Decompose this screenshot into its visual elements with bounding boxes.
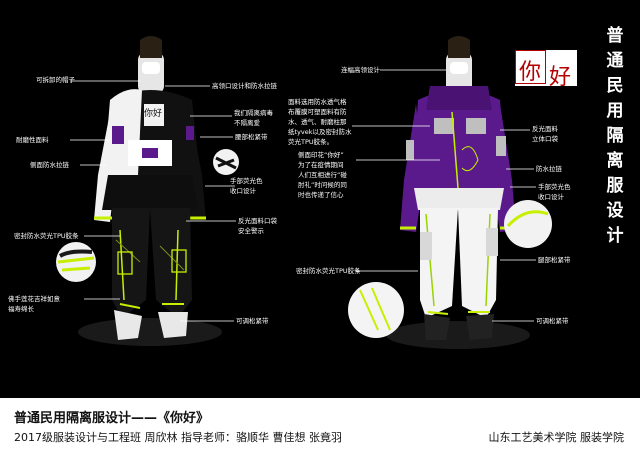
annotation-reflective-pocket-right: 反光面料 立体口袋 <box>532 125 558 143</box>
leader-lines <box>70 69 536 322</box>
annotation-isolation-slogan: 我们隔离病毒 不隔离爱 <box>234 109 273 127</box>
annotation-adjustable-strap-right: 可调松紧带 <box>536 317 569 325</box>
annotation-zip-right: 防水拉链 <box>536 165 562 173</box>
seal-char-0: 你 <box>519 60 542 85</box>
annotation-hand-cuff-right: 手部荧光色 收口设计 <box>538 183 571 201</box>
poster-canvas: 你好 你 好 普 通 民 用 隔 离 服 设 计 可拆卸的帽子 高领口设计和防水… <box>0 0 640 398</box>
vertical-title-char: 设 <box>606 201 624 221</box>
annotation-sealed-tape: 密封防水荧光TPU胶条 <box>14 232 79 240</box>
annotation-reflective-pocket: 反光面料口袋 安全警示 <box>238 217 277 235</box>
annotation-side-print: 侧面印花“你好” 为了在疫情期间 人们互相进行“碰 肘礼”时问候的同 时也传递了… <box>298 151 347 199</box>
seal-char-1: 好 <box>549 65 572 90</box>
annotation-fabric: 面料选用防水透气格 布覆膜可塑面料有防 水、透气、耐磨柱那 纸tyvek以及密封… <box>288 98 352 146</box>
annotation-high-collar: 连幅高领设计 <box>341 66 380 74</box>
vertical-title-char: 用 <box>606 101 624 121</box>
vertical-title-char: 离 <box>606 151 624 171</box>
vertical-title-char: 民 <box>606 76 624 96</box>
annotation-adjustable-strap: 可调松紧带 <box>236 317 269 325</box>
annotation-collar: 高领口设计和防水拉链 <box>212 82 277 90</box>
vertical-title-char: 服 <box>606 176 624 196</box>
garment-illustration <box>56 36 552 349</box>
annotation-hood: 可拆卸的帽子 <box>36 76 75 84</box>
project-title: 普通民用隔离服设计——《你好》 <box>14 411 210 426</box>
annotation-leg-elastic: 腿部松紧带 <box>538 256 571 264</box>
project-credit: 2017级服装设计与工程班 周欣林 指导老师：骆顺华 曹佳想 张竟羽 <box>14 431 342 444</box>
vertical-title: 普 通 民 用 隔 离 服 设 计 <box>598 24 632 249</box>
right-figure <box>386 36 530 349</box>
left-figure <box>78 36 222 346</box>
annotation-elastic-waist: 腰部松紧带 <box>235 133 268 141</box>
annotation-side-zip: 侧面防水拉链 <box>30 161 69 169</box>
vertical-title-char: 隔 <box>606 126 624 146</box>
vertical-title-char: 普 <box>606 26 624 46</box>
annotation-lotus-motif: 佛手莲花吉祥如意 福寿绵长 <box>8 295 60 313</box>
detail-circles <box>56 149 552 338</box>
school-name: 山东工艺美术学院 服装学院 <box>488 431 625 444</box>
annotation-wear-resistant: 耐磨性面料 <box>16 136 49 144</box>
seal-frame <box>515 50 546 84</box>
annotation-sealed-tape-right: 密封防水荧光TPU胶条 <box>296 267 361 275</box>
annotation-hand-cuff: 手部荧光色 收口设计 <box>230 177 263 195</box>
footer-bar: 普通民用隔离服设计——《你好》 2017级服装设计与工程班 周欣林 指导老师：骆… <box>0 398 640 452</box>
seal-stamp: 你 好 <box>515 50 577 90</box>
chest-print: 你好 <box>144 109 163 119</box>
vertical-title-char: 通 <box>606 51 624 71</box>
vertical-title-char: 计 <box>606 226 624 246</box>
